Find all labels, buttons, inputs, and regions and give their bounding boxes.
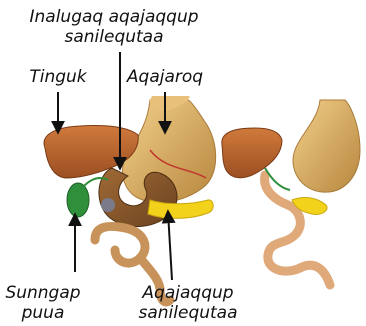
label-top-line2: sanilequtaa xyxy=(64,27,163,47)
label-gallbladder-line2: puua xyxy=(21,303,65,323)
pancreas-head-shape xyxy=(101,198,115,212)
label-pancreas-line2: sanilequtaa xyxy=(138,303,237,323)
right-liver-shape xyxy=(222,128,282,178)
label-stomach: Aqajaroq xyxy=(126,67,203,87)
label-pancreas-line1: Aqajaqqup xyxy=(141,283,233,303)
left-organs-illustration xyxy=(44,96,216,302)
gallbladder-shape xyxy=(67,183,89,217)
pancreas-shape xyxy=(148,200,213,218)
label-gallbladder-line1: Sunngap xyxy=(5,283,80,303)
arrow-pancreas xyxy=(168,212,172,280)
label-top-line1: Inalugaq aqajaqqup xyxy=(29,7,198,27)
right-organs-illustration xyxy=(222,100,360,285)
label-liver: Tinguk xyxy=(29,67,87,87)
right-stomach-shape xyxy=(293,100,360,192)
